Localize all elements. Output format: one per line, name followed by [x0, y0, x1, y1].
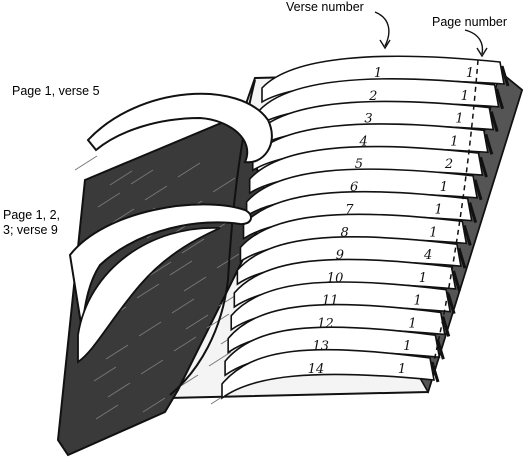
page-number-text: 1 — [461, 89, 469, 104]
page-number-text: 1 — [408, 316, 416, 331]
verse-number-arrow — [375, 12, 389, 46]
page123-verse9-label: Page 1, 2, 3; verse 9 — [3, 208, 63, 238]
page-number-text: 1 — [455, 112, 463, 127]
verse-strips: 112131415261718194101111121131141 — [222, 56, 508, 398]
page-number-label: Page number — [432, 15, 507, 30]
page1-verse5-label: Page 1, verse 5 — [12, 84, 100, 99]
verse-number-arrowhead — [380, 40, 390, 48]
page-number-text: 1 — [466, 66, 474, 81]
page-number-text: 1 — [419, 271, 427, 286]
page-number-text: 1 — [440, 180, 448, 195]
page-number-text: 2 — [444, 157, 453, 172]
verse-number-text: 14 — [308, 362, 325, 377]
page-number-text: 1 — [450, 134, 458, 149]
page-number-text: 4 — [423, 248, 432, 263]
page-number-text: 1 — [414, 294, 422, 309]
page-number-arrow — [465, 30, 482, 54]
page-number-text: 1 — [403, 339, 411, 354]
verse-number-label: Verse number — [286, 0, 364, 15]
cover-shading-stroke — [75, 156, 97, 170]
page-number-text: 1 — [434, 203, 442, 218]
page-number-text: 1 — [429, 225, 437, 240]
page-number-text: 1 — [398, 362, 406, 377]
